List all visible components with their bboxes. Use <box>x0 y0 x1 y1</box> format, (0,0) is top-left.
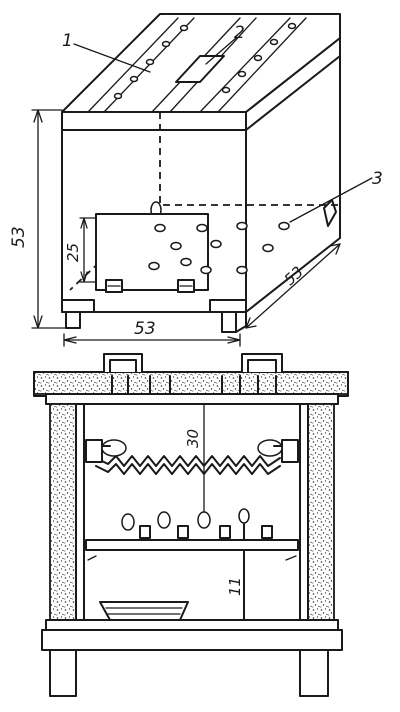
callout-label-1: 1 <box>62 31 73 51</box>
lamp-left <box>85 439 127 463</box>
dim-label-door-height: 25 <box>64 243 82 262</box>
lamp-right <box>257 439 299 463</box>
base-frame <box>41 629 343 651</box>
floor-board <box>45 619 339 631</box>
water-tray <box>99 601 189 621</box>
dim-label-box-height: 53 <box>9 226 29 248</box>
dim-label-shelf-height: 11 <box>226 577 244 596</box>
left-wall-insulation <box>49 403 77 631</box>
callout-leader-2 <box>205 37 237 65</box>
perspective-view: 1 2 3 53 25 53 53 <box>9 13 383 347</box>
section-leg-right <box>299 649 329 697</box>
cross-section-view: 30 11 <box>33 353 349 697</box>
dim-label-heater-height: 30 <box>184 429 202 448</box>
callout-leader-1 <box>73 43 151 73</box>
heater-wire <box>95 455 281 467</box>
door-panel <box>95 213 209 291</box>
section-leg-left <box>49 649 77 697</box>
callout-leader-3 <box>289 177 373 223</box>
lid-slat-right <box>199 17 307 113</box>
egg-shelf <box>85 539 299 551</box>
base-plate <box>61 299 95 313</box>
lid-rim <box>61 111 247 131</box>
viewing-window <box>175 55 225 83</box>
right-wall-insulation <box>307 403 335 631</box>
vent-holes <box>148 221 290 275</box>
dimension-lines <box>31 109 341 347</box>
callout-label-3: 3 <box>372 169 383 189</box>
callout-label-2: 2 <box>234 23 245 43</box>
eggs <box>121 508 273 539</box>
dim-label-box-width: 53 <box>134 319 156 339</box>
section-lid <box>33 371 349 395</box>
lid-handles <box>103 353 283 373</box>
lid-vent-holes <box>113 22 297 100</box>
